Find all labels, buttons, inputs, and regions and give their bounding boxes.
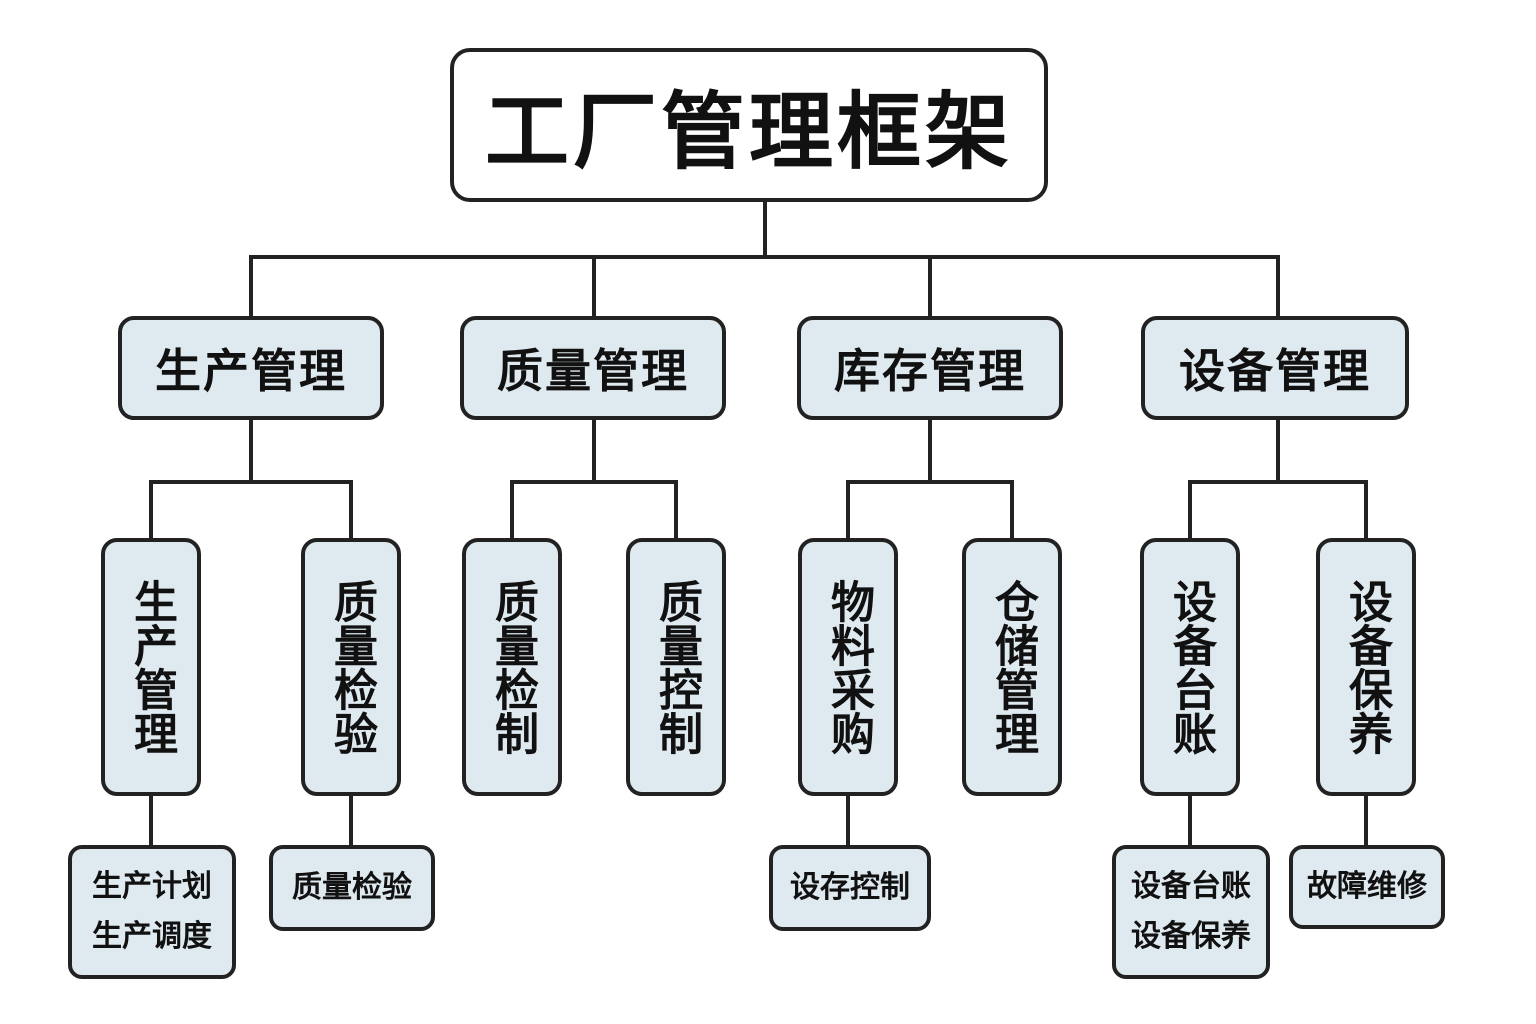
detail-label: 生产调度	[92, 919, 212, 954]
detail-label: 质量检验	[292, 870, 412, 905]
sub-label: 仓储管理	[987, 579, 1038, 755]
sub-label: 设备台账	[1165, 579, 1216, 755]
sub-equipment-maintenance: 设备保养	[1316, 538, 1416, 796]
sub-label: 设备保养	[1341, 579, 1392, 755]
detail-equipment-ledger: 设备台账 设备保养	[1112, 845, 1270, 979]
sub-label: 生产管理	[126, 579, 177, 755]
sub-production-management: 生产管理	[101, 538, 201, 796]
sub-label: 物料采购	[823, 579, 874, 755]
category-label: 质量管理	[497, 344, 689, 398]
sub-quality-control: 质量控制	[626, 538, 726, 796]
category-label: 生产管理	[155, 344, 347, 398]
detail-label: 设存控制	[790, 870, 910, 905]
sub-warehouse-management: 仓储管理	[962, 538, 1062, 796]
sub-quality-inspection: 质量检验	[301, 538, 401, 796]
detail-label: 设备台账	[1131, 869, 1251, 904]
category-label: 库存管理	[834, 344, 1026, 398]
sub-label: 质量检制	[487, 579, 538, 755]
detail-stock-control: 设存控制	[769, 845, 931, 931]
category-label: 设备管理	[1179, 344, 1371, 398]
category-production: 生产管理	[118, 316, 384, 420]
category-equipment: 设备管理	[1141, 316, 1409, 420]
category-quality: 质量管理	[460, 316, 726, 420]
sub-label: 质量检验	[326, 579, 377, 755]
detail-label: 故障维修	[1307, 869, 1427, 904]
category-inventory: 库存管理	[797, 316, 1063, 420]
root-label: 工厂管理框架	[484, 82, 1013, 181]
detail-fault-repair: 故障维修	[1289, 845, 1445, 929]
root-node: 工厂管理框架	[450, 48, 1048, 202]
detail-label: 设备保养	[1131, 919, 1251, 954]
detail-label: 生产计划	[92, 869, 212, 904]
sub-quality-check: 质量检制	[462, 538, 562, 796]
detail-production: 生产计划 生产调度	[68, 845, 236, 979]
detail-quality-inspection: 质量检验	[269, 845, 435, 931]
sub-equipment-ledger: 设备台账	[1140, 538, 1240, 796]
sub-label: 质量控制	[651, 579, 702, 755]
sub-material-procurement: 物料采购	[798, 538, 898, 796]
